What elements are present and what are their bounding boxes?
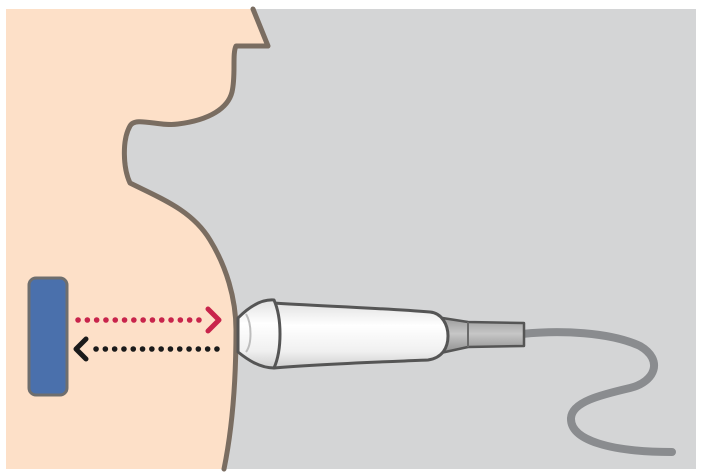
probe-handle	[272, 303, 448, 368]
target-block	[29, 278, 67, 395]
